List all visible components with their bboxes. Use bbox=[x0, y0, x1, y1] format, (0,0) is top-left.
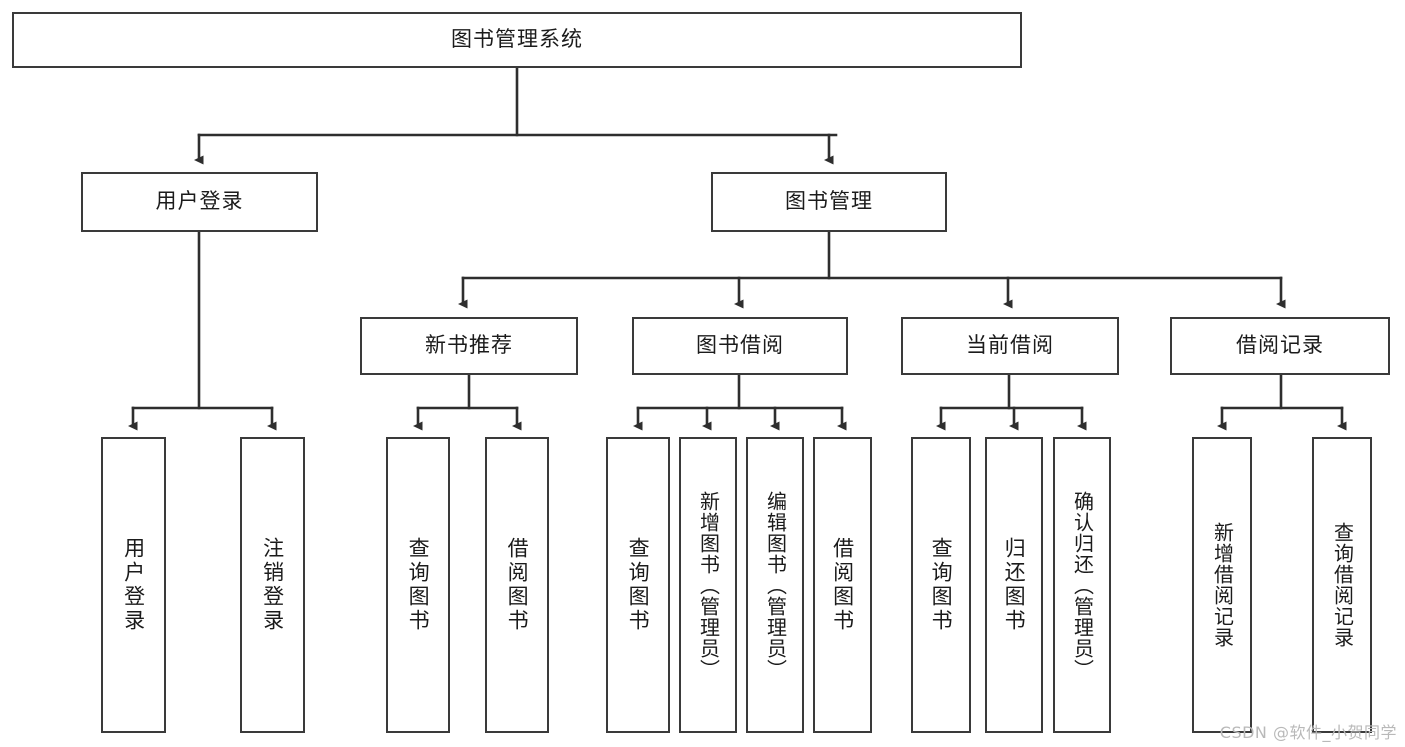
node-current-borrow[interactable]: 当前借阅 bbox=[901, 317, 1119, 375]
node-book-management[interactable]: 图书管理 bbox=[711, 172, 947, 232]
node-label: 查询图书 bbox=[406, 537, 431, 633]
node-label: 图书管理系统 bbox=[451, 27, 583, 52]
node-label: 新增图书（管理员） bbox=[696, 490, 721, 680]
node-leaf-return-book[interactable]: 归还图书 bbox=[985, 437, 1043, 733]
node-label: 归还图书 bbox=[1002, 537, 1027, 633]
node-label: 借阅图书 bbox=[505, 537, 530, 633]
node-label: 新书推荐 bbox=[425, 333, 513, 358]
node-leaf-add-borrow-record[interactable]: 新增借阅记录 bbox=[1192, 437, 1252, 733]
node-label: 借阅记录 bbox=[1236, 333, 1324, 358]
node-label: 当前借阅 bbox=[966, 333, 1054, 358]
node-new-book-recommend[interactable]: 新书推荐 bbox=[360, 317, 578, 375]
node-book-borrow[interactable]: 图书借阅 bbox=[632, 317, 848, 375]
node-leaf-query-borrow-record[interactable]: 查询借阅记录 bbox=[1312, 437, 1372, 733]
node-leaf-query-book-current[interactable]: 查询图书 bbox=[911, 437, 971, 733]
node-leaf-add-book-admin[interactable]: 新增图书（管理员） bbox=[679, 437, 737, 733]
node-label: 查询图书 bbox=[929, 537, 954, 633]
node-label: 用户登录 bbox=[121, 537, 146, 633]
node-label: 注销登录 bbox=[260, 537, 285, 633]
node-leaf-edit-book-admin[interactable]: 编辑图书（管理员） bbox=[746, 437, 804, 733]
node-label: 编辑图书（管理员） bbox=[763, 490, 788, 680]
node-user-login[interactable]: 用户登录 bbox=[81, 172, 318, 232]
node-leaf-confirm-return-admin[interactable]: 确认归还（管理员） bbox=[1053, 437, 1111, 733]
node-label: 新增借阅记录 bbox=[1210, 522, 1235, 648]
node-label: 用户登录 bbox=[155, 189, 244, 214]
node-leaf-user-login[interactable]: 用户登录 bbox=[101, 437, 166, 733]
csdn-watermark: CSDN @软件_小贺同学 bbox=[1219, 723, 1397, 742]
node-root-system[interactable]: 图书管理系统 bbox=[12, 12, 1022, 68]
node-label: 借阅图书 bbox=[830, 537, 855, 633]
node-leaf-logout-login[interactable]: 注销登录 bbox=[240, 437, 305, 733]
node-leaf-borrow-book[interactable]: 借阅图书 bbox=[813, 437, 872, 733]
node-label: 查询借阅记录 bbox=[1330, 522, 1355, 648]
node-leaf-query-book-recommend[interactable]: 查询图书 bbox=[386, 437, 450, 733]
node-label: 图书管理 bbox=[785, 189, 873, 214]
node-label: 确认归还（管理员） bbox=[1070, 490, 1095, 680]
node-leaf-borrow-book-recommend[interactable]: 借阅图书 bbox=[485, 437, 549, 733]
node-borrow-records[interactable]: 借阅记录 bbox=[1170, 317, 1390, 375]
node-label: 图书借阅 bbox=[696, 333, 784, 358]
node-leaf-query-book-borrow[interactable]: 查询图书 bbox=[606, 437, 670, 733]
node-label: 查询图书 bbox=[626, 537, 651, 633]
